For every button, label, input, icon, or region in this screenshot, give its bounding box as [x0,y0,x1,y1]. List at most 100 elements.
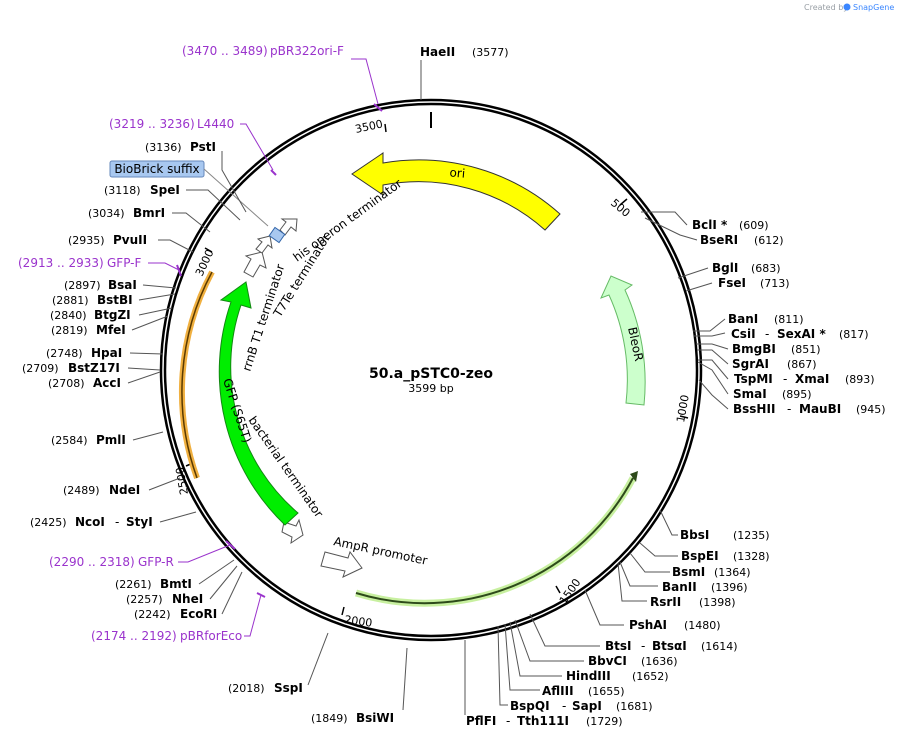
bleor-feature[interactable] [600,275,646,406]
site-ndei[interactable]: (2489) NdeI [63,483,140,497]
site-nhei[interactable]: (2257) NheI [126,592,203,606]
primer-leaders [148,58,379,637]
site-bbvci[interactable]: BbvCI (1636) [588,654,678,668]
site-hindiii[interactable]: HindIII (1652) [566,669,669,683]
site-name: BclI * [692,218,728,232]
primer-name: pBRforEco [180,629,242,643]
site-name: BanII [662,580,697,594]
primer-pbrforeco[interactable]: (2174 .. 2192) pBRforEco [91,629,242,643]
site-btgzi[interactable]: (2840) BtgZI [50,308,131,322]
site-bsshii-maubi[interactable]: BssHII - MauBI (945) [733,402,886,416]
bacterial-terminator-feature[interactable] [281,518,304,545]
site-bbsi[interactable]: BbsI (1235) [680,528,770,542]
biobrick-suffix-box[interactable]: BioBrick suffix [109,160,205,178]
site-ecori[interactable]: (2242) EcoRI [134,607,217,621]
site-name: SpeI [150,183,180,197]
site-rsrii[interactable]: RsrII (1398) [650,595,736,609]
site-separator: - [787,402,791,416]
site-name: BbvCI [588,654,627,668]
site-position: (945) [856,403,886,416]
site-pmli[interactable]: (2584) PmlI [51,433,126,447]
site-btsi-btsai[interactable]: BtsI - BtsαI (1614) [605,639,738,653]
site-name: FseI [718,276,746,290]
site-name: HaeII [420,45,455,59]
primer-gfp-f[interactable]: (2913 .. 2933) GFP-F [18,256,142,270]
site-bstz17i[interactable]: (2709) BstZ17I [22,361,120,375]
site-fsei[interactable]: FseI (713) [718,276,790,290]
site-hpai[interactable]: (2748) HpaI [46,346,122,360]
t7te-terminator-feature[interactable] [255,235,273,254]
site-name-2: XmaI [795,372,829,386]
site-smai[interactable]: SmaI (895) [733,387,812,401]
site-name-2: BtsαI [652,639,687,653]
site-bmri[interactable]: (3034) BmrI [88,206,165,220]
site-bseri[interactable]: BseRI (612) [700,233,784,247]
ruler-tick [619,198,628,206]
site-name: PmlI [96,433,126,447]
ruler-label: 2000 [344,613,374,630]
site-name: PstI [190,140,216,154]
site-acci[interactable]: (2708) AccI [48,376,121,390]
site-spei[interactable]: (3118) SpeI [104,183,180,197]
rrnb-t1-terminator-feature[interactable] [243,251,267,278]
site-leader [639,542,678,557]
site-bspqi-sapi[interactable]: BspQI - SapI (1681) [510,699,653,713]
site-bcli[interactable]: BclI * (609) [692,218,769,232]
site-position: (713) [760,277,790,290]
site-position: (612) [754,234,784,247]
site-bspei[interactable]: BspEI (1328) [681,549,770,563]
site-leader [172,212,211,233]
site-position: (2261) [115,578,152,591]
site-bani[interactable]: BanI (811) [728,312,804,326]
site-name-2: MauBI [799,402,841,416]
site-name: NdeI [109,483,140,497]
site-bmti[interactable]: (2261) BmtI [115,577,192,591]
site-leader [696,343,729,350]
ruler-tick [555,585,561,594]
site-position: (2935) [68,234,105,247]
his-operon-terminator-feature[interactable] [279,218,298,236]
primer-l4440[interactable]: (3219 .. 3236) L4440 [109,117,234,131]
site-bsiwi[interactable]: (1849) BsiWI [311,711,394,725]
leader-line [203,168,269,227]
site-position: (1480) [684,619,721,632]
site-pvuii[interactable]: (2935) PvuII [68,233,147,247]
site-sgrai[interactable]: SgrAI (867) [732,357,817,371]
site-afliii[interactable]: AflIII (1655) [542,684,625,698]
ruler-tick [679,415,689,419]
site-name: BmrI [133,206,165,220]
site-bgli[interactable]: BglI (683) [712,261,781,275]
biobrick-suffix-marker[interactable] [268,226,286,244]
site-haeii[interactable]: HaeII (3577) [420,45,509,59]
site-psti[interactable]: (3136) PstI [145,140,216,154]
site-leader [641,211,688,226]
site-bstbi[interactable]: (2881) BstBI [52,293,133,307]
site-name: AflIII [542,684,574,698]
site-mfei[interactable]: (2819) MfeI [51,323,126,337]
site-leader [693,318,726,332]
ampr-feature[interactable] [354,471,638,607]
site-banii[interactable]: BanII (1396) [662,580,748,594]
site-name: BseRI [700,233,738,247]
site-position: (1328) [733,550,770,563]
site-ncoi-styi[interactable]: (2425) NcoI - StyI [30,515,153,529]
site-separator: - [115,515,119,529]
site-csii-sexai[interactable]: CsiI - SexAI * (817) [731,327,869,341]
primer-pbr322ori-f[interactable]: (3470 .. 3489) pBR322ori-F [182,44,344,58]
site-bmgbi[interactable]: BmgBI (851) [732,342,821,356]
site-pflfi-tth111i[interactable]: PflFI - Tth111I (1729) [466,714,623,728]
site-pshai[interactable]: PshAI (1480) [629,618,721,632]
site-name: PflFI [466,714,496,728]
site-sspi[interactable]: (2018) SspI [228,681,303,695]
ampr-promoter-feature[interactable] [320,550,363,578]
site-tspmi-xmai[interactable]: TspMI - XmaI (893) [734,372,875,386]
primer-range: (3470 .. 3489) [182,44,268,58]
site-leader [698,359,729,380]
gfp-feature[interactable] [218,281,299,526]
site-leader [629,552,670,573]
primer-gfp-r[interactable]: (2290 .. 2318) GFP-R [49,555,174,569]
ori-feature[interactable] [351,152,561,231]
site-bsai[interactable]: (2897) BsaI [64,278,137,292]
site-bsmi[interactable]: BsmI (1364) [672,565,751,579]
site-leader [509,621,562,677]
